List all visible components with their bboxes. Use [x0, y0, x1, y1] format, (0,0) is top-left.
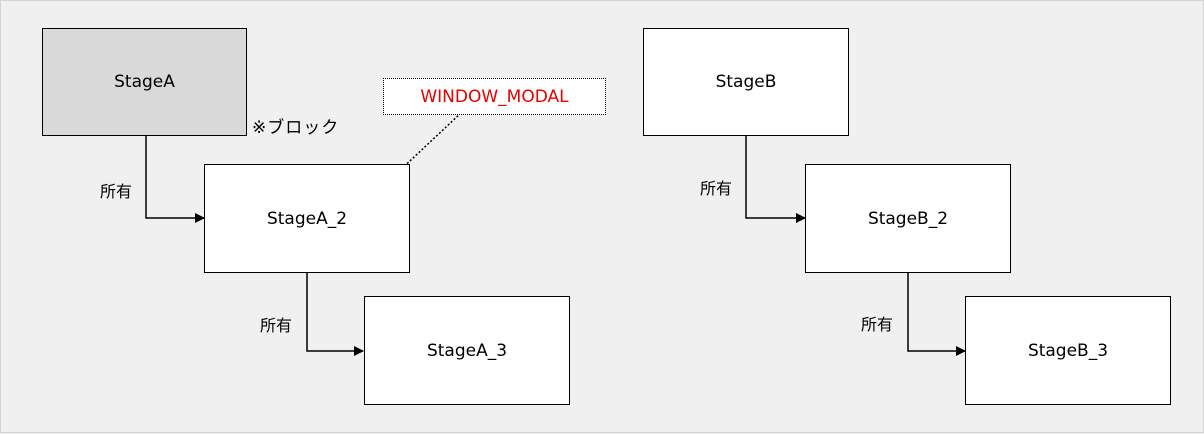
- ownership-arrow-a2-to-a3: [306, 272, 364, 356]
- stage-b-box: StageB: [643, 28, 849, 136]
- stage-a-label: StageA: [114, 72, 175, 92]
- stage-a-box: StageA: [42, 28, 247, 136]
- block-note: ※ブロック: [252, 118, 340, 138]
- ownership-arrow-b-to-b2: [745, 136, 806, 223]
- edge-label-b-to-b2: 所有: [700, 179, 733, 198]
- edge-label-a-to-a2: 所有: [100, 182, 133, 201]
- ownership-arrow-b2-to-b3: [907, 272, 966, 356]
- window-modal-label: WINDOW_MODAL: [420, 86, 569, 107]
- stage-b3-box: StageB_3: [965, 296, 1171, 405]
- callout-leader-line: [395, 112, 462, 175]
- stage-b3-label: StageB_3: [1027, 340, 1109, 361]
- window-modal-callout: WINDOW_MODAL: [383, 78, 606, 115]
- stage-a2-box: StageA_2: [204, 164, 410, 273]
- edge-label-a2-to-a3: 所有: [260, 316, 293, 335]
- stage-a3-box: StageA_3: [364, 296, 570, 405]
- edge-label-b2-to-b3: 所有: [861, 315, 894, 334]
- stage-b-label: StageB: [715, 72, 777, 92]
- ownership-arrow-a-to-a2: [145, 136, 205, 223]
- stage-b2-label: StageB_2: [867, 208, 949, 229]
- stage-a2-label: StageA_2: [266, 208, 348, 229]
- stage-a3-label: StageA_3: [426, 340, 508, 361]
- stage-b2-box: StageB_2: [805, 164, 1011, 273]
